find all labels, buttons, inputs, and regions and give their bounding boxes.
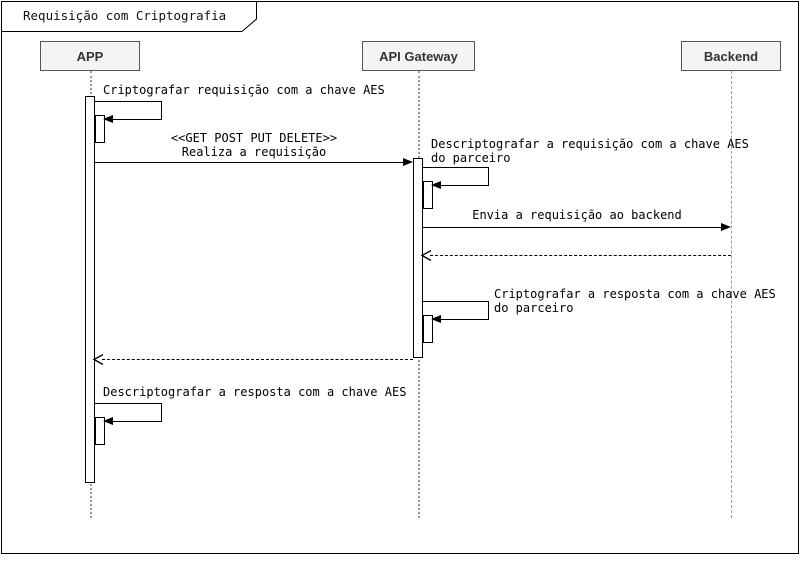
- message-label-m3: Descriptografar a requisição com a chave…: [431, 137, 749, 165]
- message-line-m3-bottom: [439, 185, 489, 186]
- participant-api-gateway-label: API Gateway: [379, 48, 458, 64]
- message-line-m3-top: [423, 167, 489, 168]
- message-line-m3-right: [488, 167, 489, 185]
- message-line-m1-right: [161, 101, 162, 119]
- activation-app-nested-1: [95, 115, 105, 143]
- arrowhead-m2: [403, 157, 413, 166]
- arrowhead-m6: [431, 314, 441, 323]
- message-line-m8-top: [95, 403, 162, 404]
- message-line-m8-bottom: [111, 421, 162, 422]
- arrowhead-m7: [93, 353, 104, 365]
- participant-app-label: APP: [76, 48, 104, 64]
- arrowhead-m8: [103, 416, 113, 425]
- arrowhead-m4: [721, 222, 731, 231]
- message-label-m3-line1: Descriptografar a requisição com a chave…: [431, 137, 749, 151]
- message-line-m5: [430, 255, 731, 256]
- arrowhead-m1: [103, 114, 113, 123]
- message-label-m2-line1: <<GET POST PUT DELETE>>: [170, 131, 338, 145]
- diagram-title: Requisição com Criptografia: [23, 8, 227, 23]
- message-label-m6-line1: Criptografar a resposta com a chave AES: [494, 287, 776, 301]
- activation-api-gateway: [413, 158, 423, 358]
- participant-api-gateway[interactable]: API Gateway: [362, 41, 475, 71]
- activation-app: [85, 96, 95, 483]
- message-line-m6-right: [488, 301, 489, 319]
- activation-app-nested-2: [95, 417, 105, 445]
- message-line-m2: [95, 162, 403, 163]
- participant-backend[interactable]: Backend: [681, 41, 781, 71]
- message-line-m6-top: [423, 301, 489, 302]
- message-line-m8-right: [161, 403, 162, 421]
- activation-api-gateway-nested-2: [423, 315, 433, 343]
- title-tab-shape: [1, 1, 257, 32]
- participant-backend-label: Backend: [703, 48, 759, 64]
- message-label-m1: Criptografar requisição com a chave AES: [103, 83, 385, 97]
- message-label-m4: Envia a requisição ao backend: [472, 208, 682, 222]
- message-line-m4: [423, 227, 721, 228]
- message-line-m7: [102, 359, 413, 360]
- arrowhead-m3: [431, 180, 441, 189]
- message-line-m1-bottom: [111, 119, 162, 120]
- message-line-m1-top: [95, 101, 162, 102]
- message-label-m8: Descriptografar a resposta com a chave A…: [103, 385, 407, 399]
- message-line-m6-bottom: [439, 319, 489, 320]
- activation-api-gateway-nested-1: [423, 181, 433, 209]
- message-label-m3-line2: do parceiro: [431, 151, 511, 165]
- diagram-title-tab: Requisição com Criptografia: [1, 1, 257, 32]
- message-label-m6-line2: do parceiro: [494, 301, 574, 315]
- lifeline-backend: [731, 71, 732, 518]
- message-label-m2: <<GET POST PUT DELETE>>Realiza a requisi…: [90, 131, 418, 159]
- arrowhead-m5: [421, 249, 432, 261]
- participant-app[interactable]: APP: [40, 41, 140, 71]
- message-label-m2-line2: Realiza a requisição: [181, 145, 327, 159]
